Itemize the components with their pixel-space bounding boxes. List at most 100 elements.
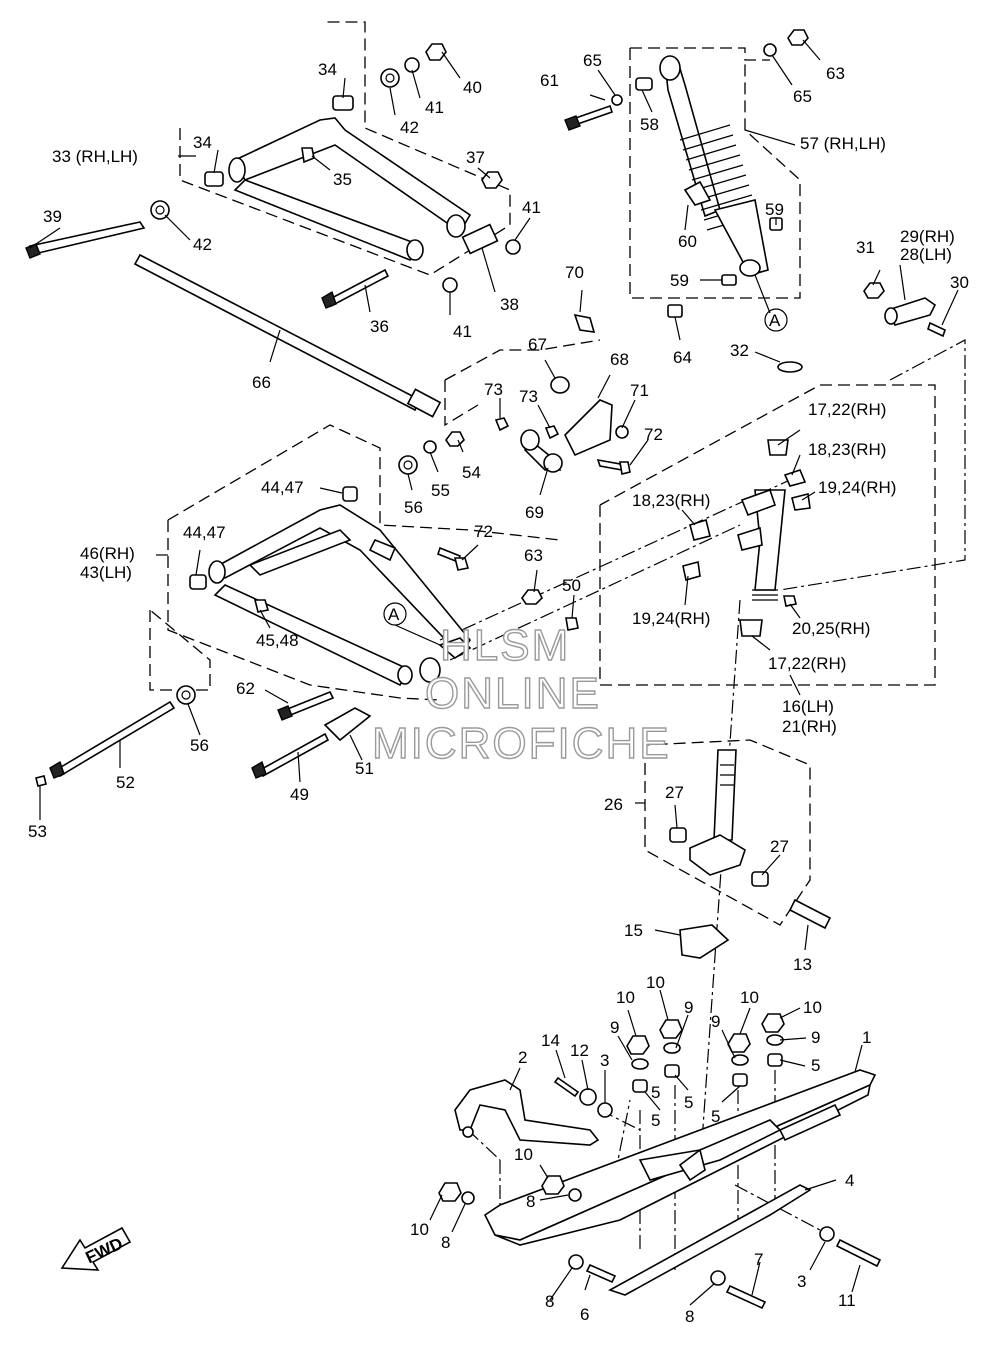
label-10d: 10 (803, 998, 822, 1017)
label-34a: 34 (318, 60, 337, 79)
label-62: 62 (236, 679, 255, 698)
watermark: HLSM ONLINE MICROFICHE (371, 620, 671, 768)
label-44b: 44,47 (183, 523, 226, 542)
label-52: 52 (116, 773, 135, 792)
leader-lines (29, 39, 959, 1306)
lower-hardware (35, 431, 579, 787)
ski-hardware (438, 1013, 882, 1310)
spindle (682, 361, 811, 637)
label-72b: 72 (474, 522, 493, 541)
label-36: 36 (370, 317, 389, 336)
label-15: 15 (624, 921, 643, 940)
label-41a: 41 (425, 98, 444, 117)
label-9b: 9 (610, 1018, 619, 1037)
label-30: 30 (950, 273, 969, 292)
label-65a: 65 (583, 51, 602, 70)
label-72a: 72 (644, 425, 663, 444)
label-33: 33 (RH,LH) (52, 147, 138, 166)
label-35: 35 (333, 170, 352, 189)
label-10c: 10 (740, 988, 759, 1007)
brake-bracket (863, 282, 946, 338)
label-12: 12 (570, 1041, 589, 1060)
label-10e: 10 (514, 1145, 533, 1164)
label-7: 7 (754, 1250, 763, 1269)
label-19b: 19,24(RH) (632, 609, 710, 628)
label-27b: 27 (770, 837, 789, 856)
label-6: 6 (580, 1305, 589, 1324)
upper-hardware (150, 43, 521, 293)
label-67: 67 (528, 335, 547, 354)
label-61: 61 (540, 71, 559, 90)
label-49: 49 (290, 785, 309, 804)
label-38: 38 (500, 295, 519, 314)
label-32: 32 (730, 341, 749, 360)
label-5d: 5 (711, 1107, 720, 1126)
label-19a: 19,24(RH) (818, 478, 896, 497)
label-60: 60 (678, 232, 697, 251)
label-69: 69 (525, 503, 544, 522)
label-65b: 65 (793, 87, 812, 106)
shock-bracket (494, 313, 631, 475)
label-63a: 63 (826, 64, 845, 83)
label-11: 11 (838, 1291, 856, 1310)
label-43: 43(LH) (80, 563, 132, 582)
label-5a: 5 (811, 1056, 820, 1075)
label-73b: 73 (519, 387, 538, 406)
label-46: 46(RH) (80, 544, 135, 563)
label-41c: 41 (453, 322, 472, 341)
label-10f: 10 (410, 1220, 429, 1239)
label-10a: 10 (646, 973, 665, 992)
label-16: 16(LH) (782, 697, 834, 716)
label-64: 64 (673, 348, 692, 367)
watermark-line-1: HLSM (440, 621, 570, 670)
label-9c: 9 (711, 1012, 720, 1031)
label-29: 29(RH) (900, 227, 955, 246)
ski (454, 1069, 877, 1296)
label-9d: 9 (811, 1028, 820, 1047)
label-31: 31 (856, 238, 875, 257)
label-51: 51 (355, 759, 374, 778)
ref-mark-a-shock: A (769, 311, 781, 330)
label-28: 28(LH) (900, 245, 952, 264)
label-13: 13 (793, 955, 812, 974)
label-42b: 42 (193, 235, 212, 254)
label-3a: 3 (600, 1051, 609, 1070)
label-14: 14 (541, 1031, 560, 1050)
label-18a: 18,23(RH) (808, 440, 886, 459)
label-26: 26 (604, 795, 623, 814)
label-21: 21(RH) (782, 717, 837, 736)
label-58: 58 (640, 115, 659, 134)
label-1: 1 (862, 1028, 871, 1047)
label-20: 20,25(RH) (792, 619, 870, 638)
lower-a-arm (189, 486, 472, 687)
shafts (25, 221, 442, 418)
label-56b: 56 (190, 736, 209, 755)
label-56a: 56 (404, 498, 423, 517)
upper-a-arm (204, 95, 472, 261)
part-labels: 34 40 41 42 34 33 (RH,LH) 35 37 39 42 41… (28, 51, 969, 1326)
shock-absorber (564, 29, 809, 318)
label-50: 50 (562, 576, 581, 595)
reference-marks: A A (383, 308, 788, 626)
label-2: 2 (518, 1048, 527, 1067)
label-8c: 8 (545, 1292, 554, 1311)
label-37: 37 (466, 148, 485, 167)
label-45: 45,48 (256, 631, 299, 650)
label-40: 40 (463, 78, 482, 97)
fwd-arrow: FWD (60, 1226, 132, 1271)
label-27a: 27 (665, 783, 684, 802)
label-8d: 8 (685, 1307, 694, 1326)
label-17a: 17,22(RH) (808, 400, 886, 419)
label-42a: 42 (400, 118, 419, 137)
ref-mark-a-arm: A (388, 605, 400, 624)
label-63b: 63 (524, 546, 543, 565)
label-5b: 5 (684, 1093, 693, 1112)
label-71: 71 (630, 381, 649, 400)
watermark-line-3: MICROFICHE (372, 719, 671, 768)
label-66: 66 (252, 373, 271, 392)
label-4: 4 (845, 1171, 854, 1190)
label-8b: 8 (441, 1233, 450, 1252)
label-44a: 44,47 (261, 478, 304, 497)
label-54: 54 (462, 463, 481, 482)
